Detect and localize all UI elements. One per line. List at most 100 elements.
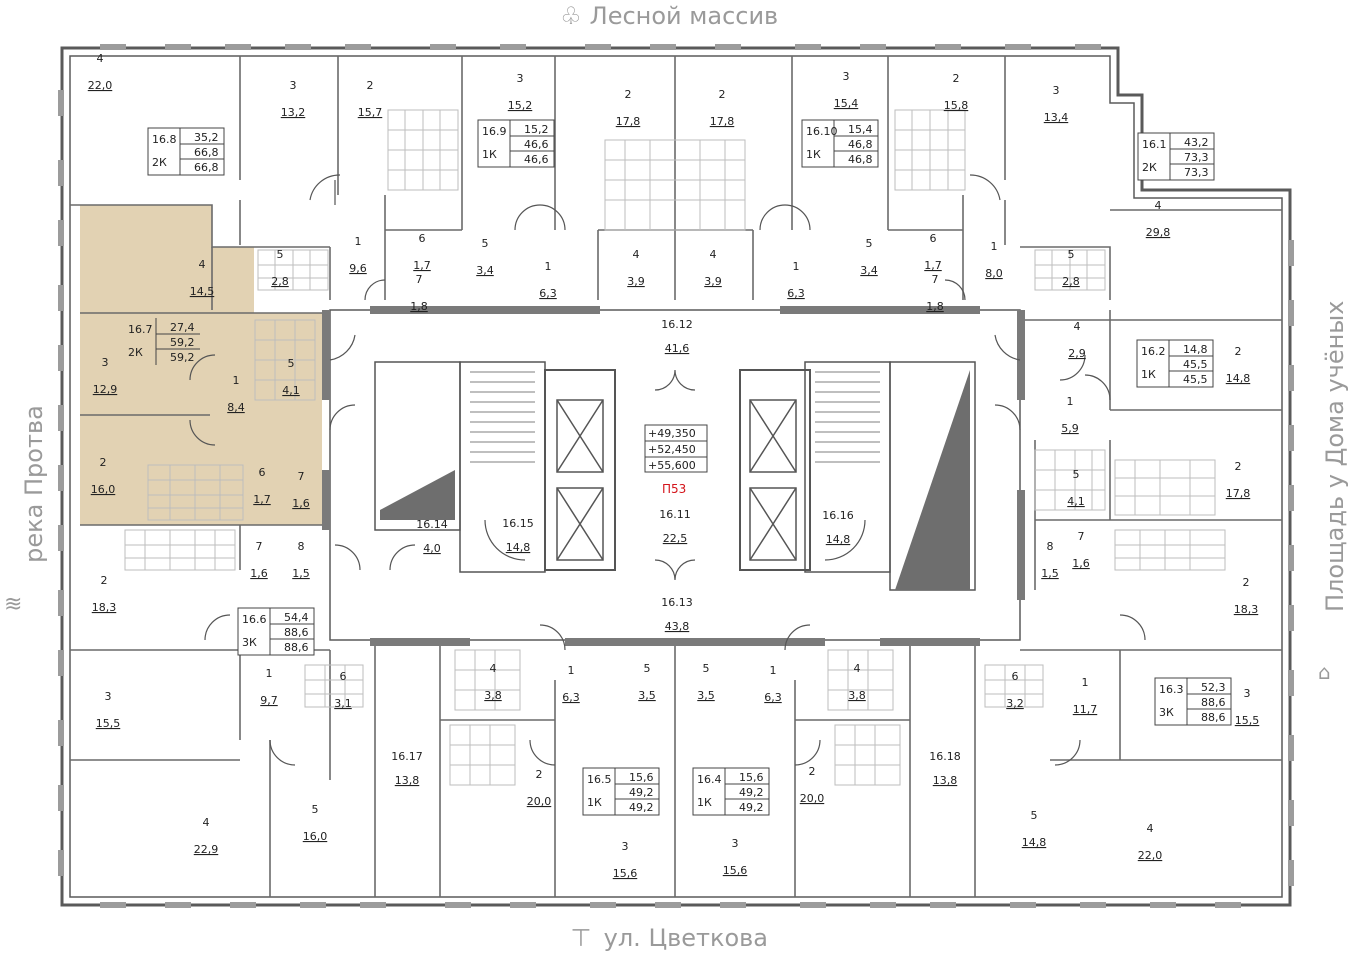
room-label: 43,8: [484, 662, 502, 702]
room-area: 8,4: [227, 401, 245, 414]
apartment-total-area: 88,6: [284, 626, 309, 639]
room-area: 16,0: [303, 830, 328, 843]
room-label: 53,4: [860, 237, 878, 277]
room-area: 22,0: [1138, 849, 1163, 862]
caption-top: ♧ Лесной массив: [560, 2, 778, 30]
caption-bottom: ⊤ ул. Цветкова: [566, 924, 768, 952]
structural-walls: [322, 306, 1025, 646]
apartment-total-area: 46,8: [848, 138, 873, 151]
room-label: 81,5: [292, 540, 310, 580]
room-number: 6: [340, 670, 347, 683]
room-label: 71,6: [250, 540, 268, 580]
room-area: 22,0: [88, 79, 113, 92]
room-label: 218,3: [92, 574, 117, 614]
room-number: 2: [1243, 576, 1250, 589]
room-area: 3,2: [1006, 697, 1024, 710]
common-area-value: 43,8: [665, 620, 690, 633]
wet-zone-tiles: [124, 109, 1226, 786]
section-label: П53: [662, 482, 686, 496]
room-number: 5: [703, 662, 710, 675]
apartment-total-area-2: 46,8: [848, 153, 873, 166]
room-area: 14,8: [1022, 836, 1047, 849]
room-area: 18,3: [92, 601, 117, 614]
room-area: 14,5: [190, 285, 215, 298]
room-area: 15,5: [1235, 714, 1260, 727]
room-label: 63,2: [1006, 670, 1024, 710]
room-label: 315,5: [96, 690, 121, 730]
room-number: 5: [644, 662, 651, 675]
apartment-id: 16.8: [152, 133, 177, 146]
room-area: 3,8: [484, 689, 502, 702]
common-area-label: 16.144,0: [416, 518, 448, 555]
caption-right-text: Площадь у Дома учёных: [1321, 300, 1349, 612]
outer-wall: [60, 46, 1292, 907]
common-area-id: 16.12: [661, 318, 693, 331]
room-label: 16,3: [539, 260, 557, 300]
room-area: 9,6: [349, 262, 367, 275]
apartment-type: 2К: [128, 346, 143, 359]
room-label: 43,9: [704, 248, 722, 288]
room-number: 5: [288, 357, 295, 370]
room-number: 3: [622, 840, 629, 853]
room-label: 220,0: [800, 765, 825, 805]
room-label: 315,5: [1235, 687, 1260, 727]
room-area: 15,8: [944, 99, 969, 112]
room-area: 14,8: [1226, 372, 1251, 385]
common-area-value: 13,8: [933, 774, 958, 787]
room-number: 1: [1082, 676, 1089, 689]
apartment-total-area: 49,2: [739, 786, 764, 799]
waves-icon: ≋: [4, 592, 23, 617]
room-label: 313,2: [281, 79, 306, 119]
room-label: 71,8: [926, 273, 944, 313]
apartment-total-area-2: 46,6: [524, 153, 549, 166]
room-label: 53,5: [697, 662, 715, 702]
caption-left: река Протва: [20, 394, 48, 574]
room-number: 5: [312, 803, 319, 816]
room-area: 2,8: [271, 275, 289, 288]
room-label: 422,9: [194, 816, 219, 856]
window-marks: [58, 44, 1294, 908]
room-number: 1: [1067, 395, 1074, 408]
room-label: 19,7: [260, 667, 278, 707]
room-number: 1: [355, 235, 362, 248]
room-area: 17,8: [1226, 487, 1251, 500]
apartment-type: 1К: [806, 148, 821, 161]
room-area: 15,2: [508, 99, 533, 112]
apartment-id: 16.1: [1142, 138, 1167, 151]
elevation-box: [644, 424, 708, 473]
apartment-total-area: 59,2: [170, 336, 195, 349]
apartment-type: 1К: [1141, 368, 1156, 381]
room-area: 15,4: [834, 97, 859, 110]
room-number: 6: [419, 232, 426, 245]
room-number: 2: [367, 79, 374, 92]
room-label: 514,8: [1022, 809, 1047, 849]
apartment-id: 16.7: [128, 323, 153, 336]
tree-icon: ♧: [560, 2, 582, 30]
apartment-info[interactable]: 16.10 1К 15,4 46,8 46,8: [801, 119, 879, 168]
room-area: 29,8: [1146, 226, 1171, 239]
common-area-id: 16.17: [391, 750, 423, 763]
room-label: 312,9: [93, 356, 118, 396]
apartment-total-area: 45,5: [1183, 358, 1208, 371]
apartment-total-area-2: 49,2: [739, 801, 764, 814]
room-number: 7: [1078, 530, 1085, 543]
common-area-value: 14,8: [506, 541, 531, 554]
apartment-living-area: 15,4: [848, 123, 873, 136]
room-label: 215,7: [358, 79, 383, 119]
room-number: 4: [199, 258, 206, 271]
room-number: 6: [259, 466, 266, 479]
room-number: 8: [298, 540, 305, 553]
room-area: 3,9: [627, 275, 645, 288]
highlighted-apartment[interactable]: [80, 205, 322, 525]
apartment-id: 16.10: [806, 125, 838, 138]
room-area: 17,8: [710, 115, 735, 128]
